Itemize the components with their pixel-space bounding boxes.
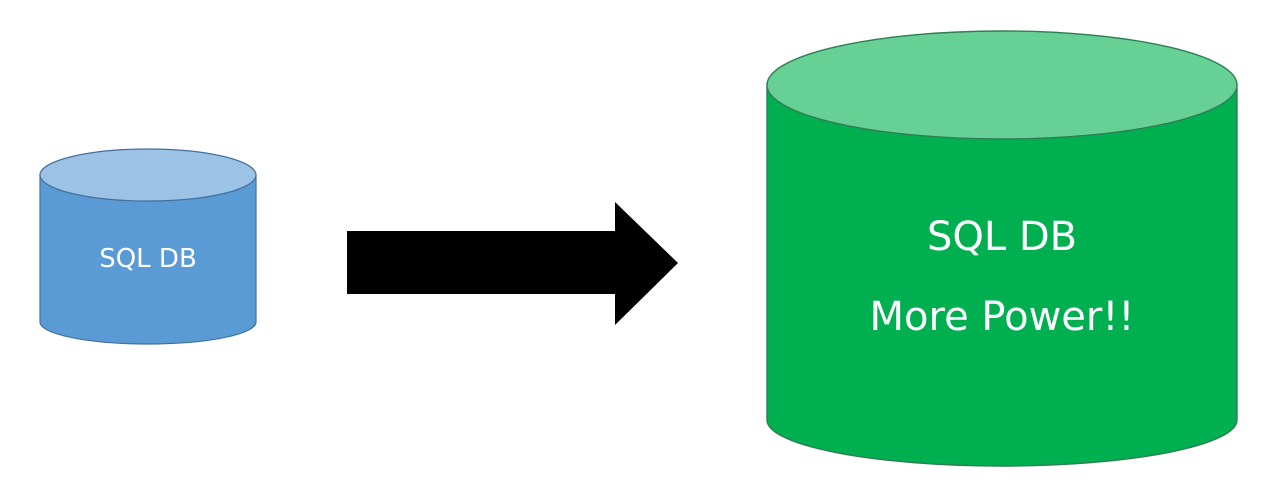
small-database-label: SQL DB bbox=[99, 244, 197, 274]
small-database-cylinder: SQL DB bbox=[39, 148, 257, 345]
right-arrow-icon bbox=[347, 202, 678, 325]
large-database-label-line1: SQL DB bbox=[927, 214, 1077, 260]
large-database-label-line2: More Power!! bbox=[870, 294, 1135, 340]
large-database-body bbox=[766, 84, 1238, 467]
large-database-top bbox=[766, 30, 1238, 140]
small-database-body bbox=[39, 174, 257, 345]
arrow-shape bbox=[347, 202, 678, 325]
small-database-top bbox=[39, 148, 257, 202]
large-database-cylinder: SQL DB More Power!! bbox=[766, 30, 1238, 467]
